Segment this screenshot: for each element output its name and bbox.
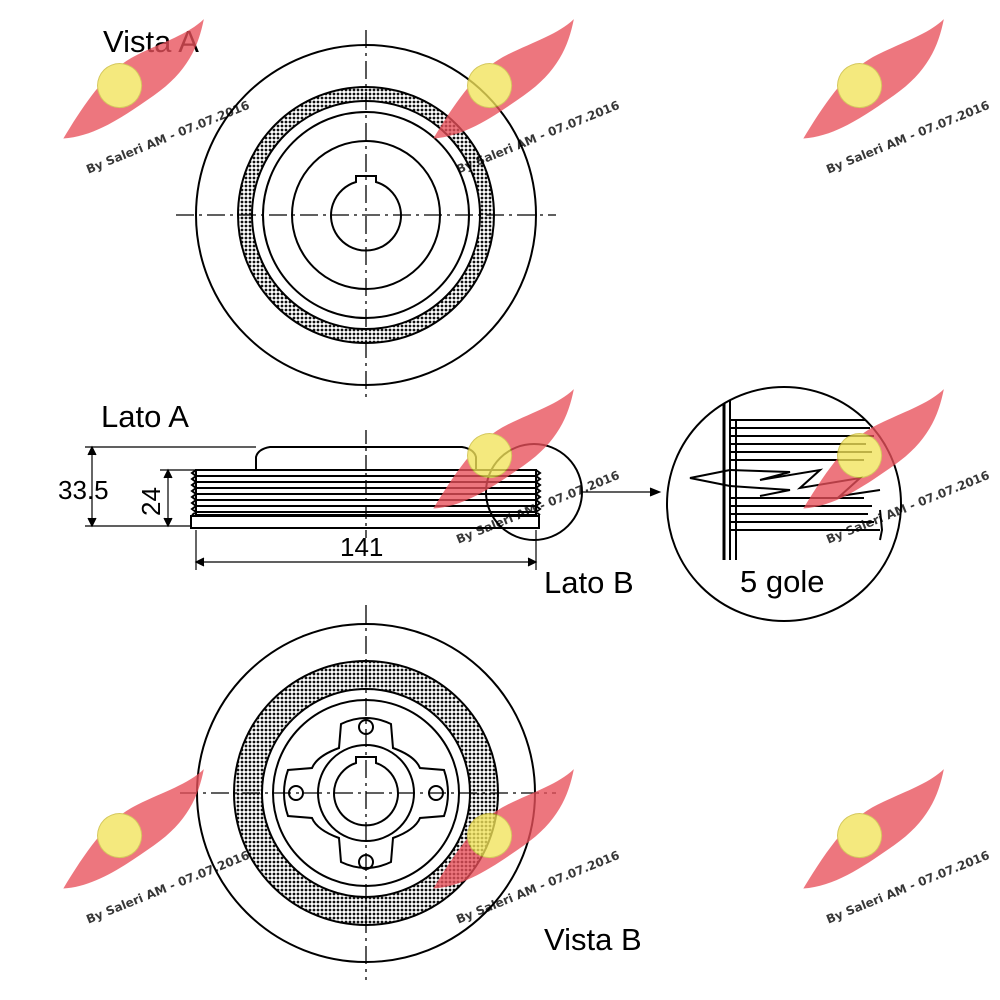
watermark-stamp: By Saleri AM - 07.07.2016: [803, 769, 992, 926]
dimension-lines: [85, 445, 538, 570]
watermark-badge: [97, 813, 143, 859]
dimension-belt-height: 24: [136, 487, 166, 516]
vista-a-keyed-bore: [330, 175, 402, 252]
watermark-badge: [837, 63, 883, 109]
lato-a-base-flange: [190, 515, 540, 529]
lato-b-label: Lato B: [544, 565, 634, 600]
vista-a-view: [176, 30, 556, 400]
lato-a-label: Lato A: [101, 399, 189, 434]
watermark-stamp: By Saleri AM - 07.07.2016: [63, 769, 252, 926]
vista-a-centerlines: [176, 30, 556, 400]
grooves-label: 5 gole: [740, 564, 824, 599]
vista-b-label: Vista B: [544, 922, 642, 957]
vista-b-keyed-bore: [333, 756, 399, 827]
watermark-badge: [467, 813, 513, 859]
watermark-badge: [837, 433, 883, 479]
vista-b-centerlines: [180, 605, 556, 980]
watermark-badge: [97, 63, 143, 109]
dimension-diameter: 141: [340, 532, 383, 562]
vista-b-view: [180, 605, 556, 980]
vista-b-spider: [283, 717, 449, 869]
watermark-badge: [467, 433, 513, 479]
detail-arrow: [649, 487, 662, 497]
watermark-badge: [467, 63, 513, 109]
dimension-overall-height: 33.5: [58, 475, 109, 505]
watermark-badge: [837, 813, 883, 859]
watermark-stamp: By Saleri AM - 07.07.2016: [803, 19, 992, 176]
